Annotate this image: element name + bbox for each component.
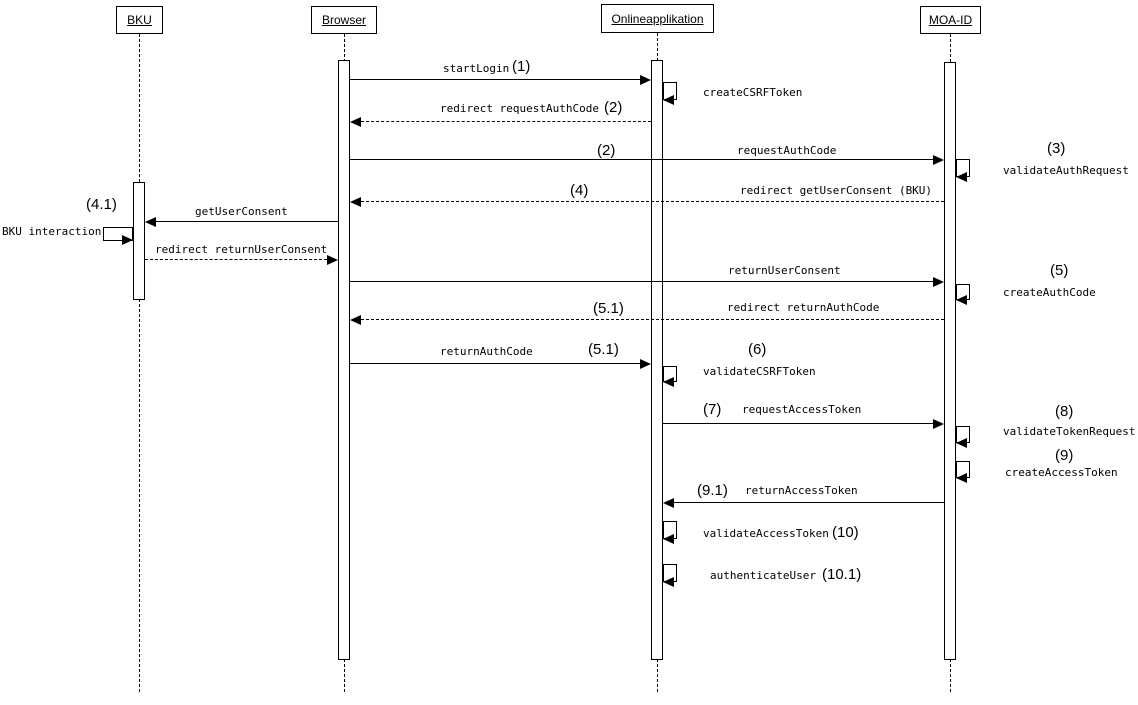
arrow-redirect-returnauthcode bbox=[361, 319, 944, 320]
label-redirect-returnuserconsent: redirect returnUserConsent bbox=[155, 243, 328, 256]
arrow-returnuserconsent bbox=[350, 281, 933, 282]
arrowhead-validatetokenrequest bbox=[956, 438, 967, 448]
lifeline-bku bbox=[139, 34, 140, 692]
activation-bku bbox=[133, 182, 145, 300]
label-requestauthcode: requestAuthCode bbox=[737, 144, 837, 157]
arrow-startlogin bbox=[350, 79, 640, 80]
arrowhead-bku-interaction bbox=[122, 235, 133, 245]
seqnum-redirect-getuserconsent: (4) bbox=[570, 182, 589, 199]
label-returnuserconsent: returnUserConsent bbox=[728, 264, 841, 277]
seqnum-startlogin: (1) bbox=[512, 58, 531, 75]
arrowhead-validatecsrftoken bbox=[663, 377, 674, 387]
arrowhead-createcsrftoken bbox=[663, 95, 674, 105]
label-createaccesstoken: createAccessToken bbox=[1005, 466, 1118, 479]
seqnum-validateauthrequest: (3) bbox=[1047, 140, 1066, 157]
arrow-requestauthcode bbox=[350, 159, 933, 160]
seqnum-returnuserconsent: (5) bbox=[1050, 262, 1069, 279]
arrowhead-startlogin bbox=[640, 75, 651, 85]
actor-onlineapplikation-label: Onlineapplikation bbox=[611, 11, 704, 26]
actor-moa-id-label: MOA-ID bbox=[928, 13, 973, 27]
arrowhead-returnauthcode bbox=[640, 359, 651, 369]
arrowhead-validateauthrequest bbox=[956, 172, 967, 182]
label-requestaccesstoken: requestAccessToken bbox=[742, 403, 862, 416]
actor-bku-label: BKU bbox=[127, 13, 152, 27]
seqnum-authenticateuser: (10.1) bbox=[822, 566, 862, 583]
arrowhead-redirect-getuserconsent bbox=[350, 197, 361, 207]
arrowhead-validateaccesstoken bbox=[663, 534, 674, 544]
actor-box-onlineapplikation: Onlineapplikation bbox=[601, 4, 714, 33]
label-createauthcode: createAuthCode bbox=[1003, 286, 1096, 299]
arrowhead-authenticateuser bbox=[663, 577, 674, 587]
seqnum-bku-interaction: (4.1) bbox=[86, 196, 117, 213]
seqnum-validatecsrftoken: (6) bbox=[748, 341, 767, 358]
arrowhead-requestaccesstoken bbox=[933, 419, 944, 429]
label-authenticateuser: authenticateUser bbox=[710, 569, 816, 582]
seqnum-returnaccesstoken: (9.1) bbox=[697, 482, 728, 499]
actor-browser-label: Browser bbox=[321, 13, 366, 27]
arrow-redirect-getuserconsent bbox=[361, 201, 944, 202]
label-startlogin: startLogin bbox=[443, 62, 510, 75]
seqnum-validatetokenrequest: (8) bbox=[1055, 403, 1074, 420]
arrow-redirect-requestauthcode bbox=[361, 121, 651, 122]
label-validatetokenrequest: validateTokenRequest bbox=[1003, 425, 1136, 438]
label-getuserconsent: getUserConsent bbox=[195, 205, 288, 218]
arrow-redirect-returnuserconsent bbox=[145, 259, 327, 260]
arrow-getuserconsent bbox=[156, 221, 338, 222]
seqnum-redirect-returnauthcode: (5.1) bbox=[593, 300, 624, 317]
arrowhead-getuserconsent bbox=[145, 217, 156, 227]
label-createcsrftoken: createCSRFToken bbox=[703, 86, 803, 99]
label-validateauthrequest: validateAuthRequest bbox=[1003, 164, 1129, 177]
arrowhead-redirect-requestauthcode bbox=[350, 117, 361, 127]
actor-box-bku: BKU bbox=[116, 6, 163, 34]
label-validatecsrftoken: validateCSRFToken bbox=[703, 365, 816, 378]
actor-box-browser: Browser bbox=[311, 6, 377, 34]
arrowhead-createaccesstoken bbox=[956, 473, 967, 483]
seqnum-createaccesstoken: (9) bbox=[1055, 447, 1074, 464]
arrow-returnaccesstoken bbox=[674, 502, 944, 503]
label-returnaccesstoken: returnAccessToken bbox=[745, 484, 858, 497]
activation-onlineapplikation bbox=[651, 60, 663, 660]
label-validateaccesstoken: validateAccessToken bbox=[703, 527, 829, 540]
label-returnauthcode: returnAuthCode bbox=[440, 345, 533, 358]
activation-browser bbox=[338, 60, 350, 660]
arrow-requestaccesstoken bbox=[663, 423, 933, 424]
arrowhead-returnuserconsent bbox=[933, 277, 944, 287]
arrowhead-redirect-returnuserconsent bbox=[327, 255, 338, 265]
arrowhead-redirect-returnauthcode bbox=[350, 315, 361, 325]
arrowhead-createauthcode bbox=[956, 295, 967, 305]
arrowhead-requestauthcode bbox=[933, 155, 944, 165]
seqnum-redirect-requestauthcode: (2) bbox=[604, 99, 623, 116]
label-redirect-requestauthcode: redirect requestAuthCode bbox=[440, 102, 599, 115]
seqnum-validateaccesstoken: (10) bbox=[832, 524, 859, 541]
label-bku-interaction: BKU interaction bbox=[2, 225, 102, 238]
label-redirect-getuserconsent: redirect getUserConsent (BKU) bbox=[740, 184, 933, 197]
seqnum-returnauthcode: (5.1) bbox=[588, 341, 619, 358]
arrowhead-returnaccesstoken bbox=[663, 498, 674, 508]
label-redirect-returnauthcode: redirect returnAuthCode bbox=[727, 301, 880, 314]
seqnum-requestaccesstoken: (7) bbox=[703, 401, 722, 418]
actor-box-moa-id: MOA-ID bbox=[920, 6, 981, 34]
seqnum-requestauthcode: (2) bbox=[597, 142, 616, 159]
arrow-returnauthcode bbox=[350, 363, 640, 364]
activation-moa-id bbox=[944, 62, 956, 660]
